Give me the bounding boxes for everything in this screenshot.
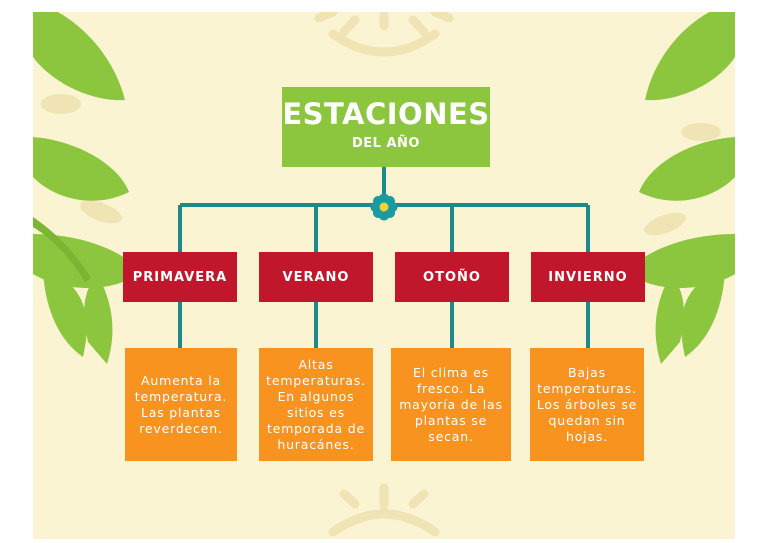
decor-blob <box>80 200 122 224</box>
desc-text-invierno: Bajas temperaturas. Los árboles se queda… <box>536 364 638 444</box>
sun-icon <box>328 483 440 537</box>
season-box-otono: OTOÑO <box>395 252 509 302</box>
season-box-invierno: INVIERNO <box>531 252 645 302</box>
desc-box-otono: El clima es fresco. La mayoría de las pl… <box>391 348 511 461</box>
decor-blob <box>681 123 721 141</box>
desc-box-primavera: Aumenta la temperatura. Las plantas reve… <box>125 348 237 461</box>
diagram-canvas: ESTACIONES DEL AÑO PRIMAVERA VERANO OTOÑ… <box>33 12 735 539</box>
desc-box-invierno: Bajas temperaturas. Los árboles se queda… <box>530 348 644 461</box>
leaf-icon <box>33 12 141 364</box>
diagram-title: ESTACIONES <box>282 97 490 131</box>
diagram-subtitle: DEL AÑO <box>352 136 420 151</box>
season-box-primavera: PRIMAVERA <box>123 252 237 302</box>
desc-box-verano: Altas temperaturas. En algunos sitios es… <box>259 348 373 461</box>
desc-text-otono: El clima es fresco. La mayoría de las pl… <box>399 364 503 444</box>
decor-blob <box>41 94 81 114</box>
desc-text-primavera: Aumenta la temperatura. Las plantas reve… <box>134 372 228 436</box>
flower-icon <box>370 193 398 221</box>
decor-blob <box>644 212 686 236</box>
sun-icon <box>314 12 454 57</box>
desc-text-verano: Altas temperaturas. En algunos sitios es… <box>266 356 366 452</box>
title-box: ESTACIONES DEL AÑO <box>282 87 490 167</box>
leaf-icon <box>627 12 735 364</box>
season-box-verano: VERANO <box>259 252 373 302</box>
